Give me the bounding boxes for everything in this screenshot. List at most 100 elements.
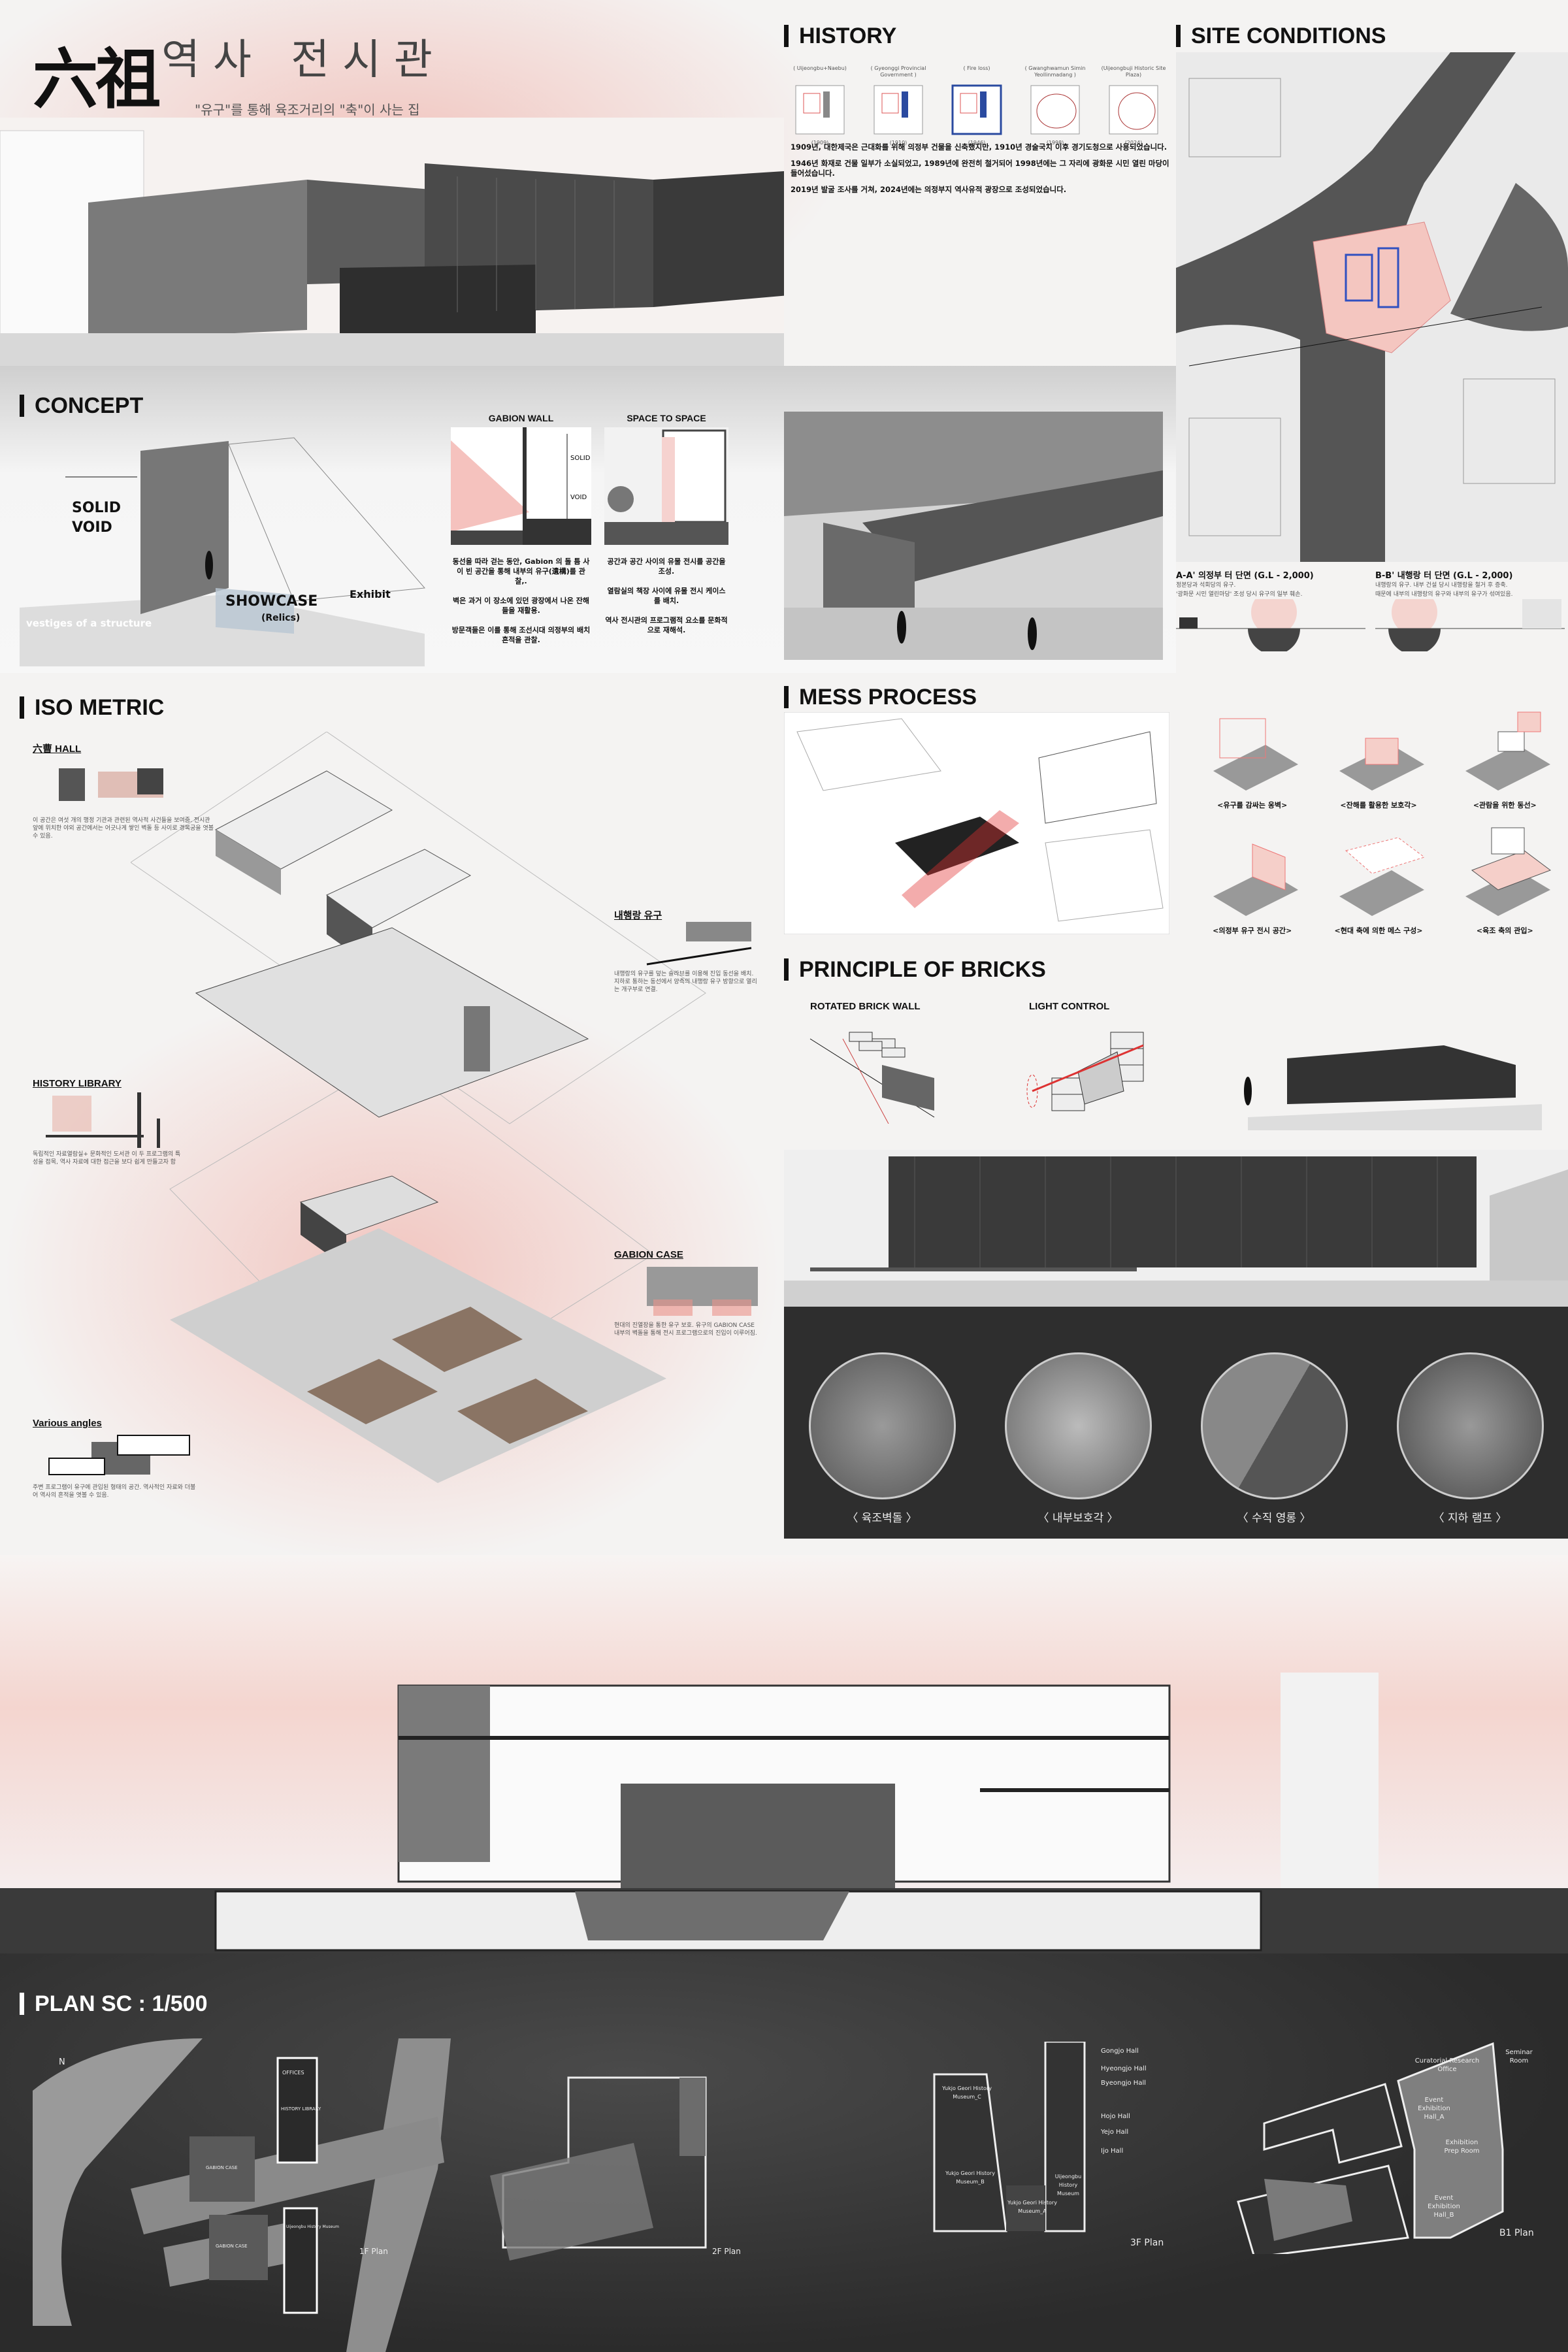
room-label: Yukjo Geori History Museum_A bbox=[1007, 2200, 1057, 2214]
vestiges-label: vestiges of a structure bbox=[26, 617, 152, 629]
gabion-wall-panel: GABION WALL SOLID VOID 동선을 따라 걷는 동안, Gab… bbox=[451, 413, 591, 645]
mess-step-label: <잔해를 활용한 보호각> bbox=[1340, 801, 1417, 809]
detail-circle-image bbox=[1200, 1352, 1348, 1499]
concept-heading: CONCEPT bbox=[20, 395, 143, 417]
void-label: VOID bbox=[72, 519, 112, 536]
mess-step-label: <의정부 유구 전시 공간> bbox=[1213, 926, 1292, 935]
room-label: Yukjo Geori History Museum_B bbox=[945, 2170, 995, 2185]
iso-heading: ISO METRIC bbox=[20, 696, 164, 719]
site-section-a: A-A' 의정부 터 단면 (G.L - 2,000) 정본당과 석회당의 유구… bbox=[1176, 568, 1365, 655]
bricks-building-render bbox=[1244, 1045, 1542, 1130]
room-label: Event Exhibition Hall_A bbox=[1418, 2097, 1450, 2121]
room-label: Hyeongjo Hall bbox=[1101, 2065, 1147, 2072]
mess-step-diagram bbox=[1465, 827, 1552, 916]
plan-b1: Seminar Room Curatorial Research Office … bbox=[1228, 2032, 1568, 2254]
history-map: ( Fire loss) (1946) bbox=[941, 65, 1013, 148]
concept-diagram bbox=[20, 437, 426, 666]
section-diagram bbox=[1176, 589, 1365, 655]
callout-text: 내행랑의 유구를 덮는 슬라브를 이용해 진입 동선을 배치. 지하로 통하는 … bbox=[614, 971, 757, 993]
mess-step-diagram bbox=[1339, 837, 1426, 916]
room-label: Gongjo Hall bbox=[1101, 2048, 1139, 2055]
rotated-brick-title: ROTATED BRICK WALL bbox=[810, 1001, 921, 1012]
mess-step-diagram bbox=[1213, 718, 1298, 791]
bricks-heading: PRINCIPLE OF BRICKS bbox=[784, 958, 1046, 981]
detail-circle-image bbox=[1396, 1352, 1544, 1499]
room-label: Seminar Room bbox=[1505, 2049, 1533, 2065]
mess-step: <의정부 유구 전시 공간> bbox=[1189, 825, 1315, 937]
callout-title: 내행랑 유구 bbox=[614, 910, 662, 921]
floor-label: 2F Plan bbox=[712, 2247, 741, 2256]
history-map-drawing bbox=[874, 85, 923, 135]
gabion-paragraph: 방문객들은 이를 통해 조선시대 의정부의 배치 흔적을 관찰. bbox=[451, 626, 591, 644]
concept-interior-render bbox=[784, 412, 1163, 660]
floor-label: 3F Plan bbox=[1130, 2238, 1164, 2248]
history-map-drawing bbox=[1109, 85, 1158, 135]
callout-title: Various angles bbox=[33, 1418, 102, 1429]
callout-text: 주변 프로그램이 유구에 관입된 형태의 공간. 역사적인 자료와 더불어 역사… bbox=[33, 1484, 196, 1499]
history-maps: ( Uijeongbu+Naebu) (1909) ( Gyeonggi Pro… bbox=[784, 65, 1169, 148]
title-hanja: 六祖 bbox=[33, 41, 161, 118]
history-map: ( Gyeonggi Provincial Government ) (1910… bbox=[870, 65, 926, 146]
callout-image bbox=[48, 1435, 190, 1475]
mess-step: <육조 축의 관입> bbox=[1442, 825, 1568, 937]
history-map: ( Uijeongbu+Naebu) (1909) bbox=[793, 65, 847, 146]
callout-image bbox=[46, 1092, 160, 1151]
callout-text: 독립적인 자료열람실+ 문화적인 도서관 이 두 프로그램의 특성을 접목, 역… bbox=[33, 1151, 181, 1166]
detail-circle: 〈 수직 영롱 〉 bbox=[1200, 1352, 1348, 1525]
detail-circle: 〈 내부보호각 〉 bbox=[1004, 1352, 1152, 1525]
detail-circle: 〈 지하 램프 〉 bbox=[1396, 1352, 1544, 1525]
iso-callout-naehaengnang: 내행랑 유구 내행랑의 유구를 덮는 슬라브를 이용해 진입 동선을 배치. 지… bbox=[614, 908, 758, 994]
mess-step-label: <관람을 위한 동선> bbox=[1473, 801, 1537, 809]
relics-label: (Relics) bbox=[261, 613, 301, 623]
iso-callout-history-library: HISTORY LIBRARY 독립적인 자료열람실+ 문화적인 도서관 이 두… bbox=[33, 1078, 183, 1166]
section-title: A-A' 의정부 터 단면 (G.L - 2,000) bbox=[1176, 571, 1314, 581]
mess-site-model bbox=[784, 712, 1169, 934]
callout-image bbox=[647, 1267, 758, 1316]
north-arrow-icon: N bbox=[59, 2057, 65, 2067]
gabion-paragraph: 동선을 따라 걷는 동안, Gabion 의 돌 틈 사이 빈 공간을 통해 내… bbox=[452, 557, 590, 585]
room-label: Byeongjo Hall bbox=[1101, 2080, 1147, 2087]
site-heading: SITE CONDITIONS bbox=[1176, 25, 1386, 47]
bricks-detail-circles: 〈 육조벽돌 〉 〈 내부보호각 〉 〈 수직 영롱 〉 〈 지하 램프 〉 bbox=[784, 1352, 1568, 1525]
room-label: GABION CASE bbox=[216, 2244, 248, 2249]
room-label: Curatorial Research Office bbox=[1414, 2057, 1480, 2073]
space-to-space-title: SPACE TO SPACE bbox=[627, 413, 706, 423]
rotated-brick-diagram bbox=[809, 1032, 935, 1124]
plan-1f: N OFFICES HISTORY LIBRARY GABION CASE GA… bbox=[33, 2038, 451, 2352]
plan-b1-drawing bbox=[1237, 2042, 1504, 2254]
mess-step: <잔해를 활용한 보호각> bbox=[1315, 699, 1441, 811]
callout-title: HISTORY LIBRARY bbox=[33, 1078, 122, 1089]
detail-circle-label: 〈 내부보호각 〉 bbox=[1037, 1512, 1119, 1525]
history-paragraph: 2019년 발굴 조사를 거쳐, 2024년에는 의정부지 역사유적 광장으로 … bbox=[791, 185, 1067, 194]
room-label: OFFICES bbox=[282, 2070, 304, 2076]
title-subtitle: "유구"를 통해 육조거리의 "축"이 사는 집 bbox=[195, 102, 420, 118]
gabion-void-label: VOID bbox=[570, 494, 587, 501]
room-label: Event Exhibition Hall_B bbox=[1428, 2195, 1460, 2219]
section-note: 정본당과 석회당의 유구. bbox=[1176, 582, 1236, 589]
light-control-title: LIGHT CONTROL bbox=[1029, 1001, 1110, 1012]
hero-building-render bbox=[0, 118, 784, 366]
callout-text: 이 공간은 여섯 개의 행정 기관과 관련된 역사적 사건들을 보여줌. 전시관… bbox=[33, 817, 214, 840]
iso-callout-yukjo-hall: 六曹 HALL 이 공간은 여섯 개의 행정 기관과 관련된 역사적 사건들을 … bbox=[33, 742, 216, 840]
detail-circle-image bbox=[1004, 1352, 1152, 1499]
room-label: Uijeongbu History Museum bbox=[286, 2225, 339, 2229]
mess-step-diagram bbox=[1465, 711, 1551, 791]
section-note: 때문에 내부의 내행랑의 유구와 내부의 유구가 섞여있음. bbox=[1375, 591, 1513, 598]
history-text: 1909년, 대한제국은 근대화를 위해 의정부 건물을 신축했지만, 1910… bbox=[791, 142, 1169, 195]
solid-label: SOLID bbox=[72, 500, 122, 516]
building-long-section bbox=[0, 1673, 1568, 1973]
mess-step-label: <육조 축의 관입> bbox=[1476, 926, 1533, 935]
room-label: Yejo Hall bbox=[1101, 2129, 1129, 2136]
history-map: (Uijeongbuji Historic Site Plaza) (2024) bbox=[1101, 65, 1166, 146]
gabion-solid-label: SOLID bbox=[570, 455, 591, 462]
space-text: 공간과 공간 사이의 유물 전시를 공간을 조성. 열람실의 책장 사이에 유물… bbox=[604, 557, 728, 635]
gabion-wall-title: GABION WALL bbox=[488, 413, 554, 423]
section-note: '광화문 시민 열린마당' 조성 당시 유구의 일부 훼손. bbox=[1176, 591, 1303, 598]
plan-2f: 2F Plan bbox=[490, 2076, 741, 2261]
title-block: 六祖 역사 전시관 "유구"를 통해 육조거리의 "축"이 사는 집 bbox=[33, 26, 446, 121]
site-map bbox=[1176, 52, 1568, 562]
room-label: Exhibition Prep Room bbox=[1444, 2139, 1480, 2155]
history-heading: HISTORY bbox=[784, 25, 896, 47]
callout-image bbox=[646, 922, 752, 966]
showcase-label: SHOWCASE bbox=[225, 593, 318, 610]
